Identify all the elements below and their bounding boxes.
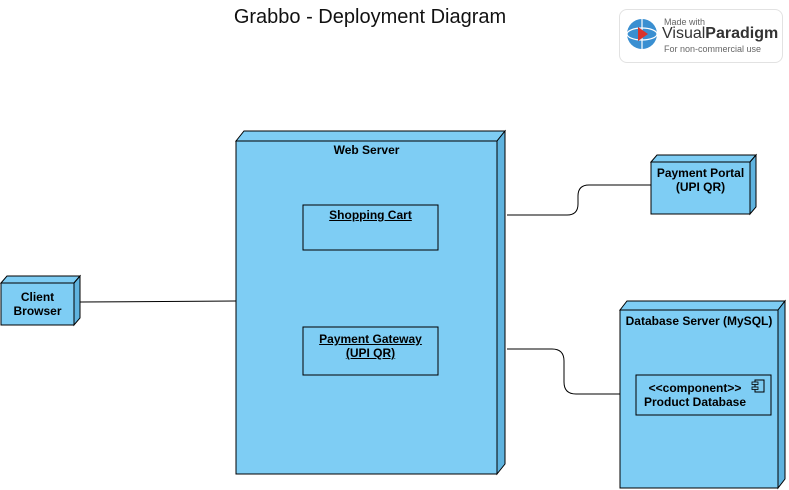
label-component-stereotype: <<component>> — [648, 381, 742, 395]
connector-client-webserver — [79, 300, 237, 303]
label-database-server: Database Server (MySQL) — [625, 314, 773, 328]
label-payment-portal-line1: Payment Portal — [656, 166, 745, 180]
visual-paradigm-watermark: Made with VisualParadigm For non-commerc… — [619, 9, 783, 63]
node-client-browser[interactable] — [0, 274, 82, 327]
watermark-brand-suffix: Paradigm — [705, 25, 779, 42]
node-payment-portal[interactable] — [649, 153, 758, 216]
label-web-server: Web Server — [333, 143, 400, 157]
label-client-browser-line2: Browser — [13, 304, 62, 318]
label-payment-portal: Payment Portal (UPI QR) — [651, 166, 750, 194]
connector-webserver-database — [507, 348, 620, 395]
label-payment-gateway-line2: (UPI QR) — [345, 346, 396, 360]
label-client-browser-line1: Client — [20, 290, 55, 304]
visual-paradigm-logo-icon — [626, 19, 658, 49]
label-shopping-cart: Shopping Cart — [329, 208, 412, 222]
watermark-brand-prefix: Visual — [662, 25, 706, 42]
watermark-subtitle: For non-commercial use — [664, 44, 762, 54]
label-component: <<component>> Product Database — [636, 381, 754, 409]
watermark-brand: VisualParadigm — [662, 25, 778, 43]
label-payment-portal-line2: (UPI QR) — [675, 180, 726, 194]
component-product-database[interactable] — [635, 374, 772, 416]
artifact-payment-gateway[interactable] — [302, 326, 439, 376]
label-client-browser: Client Browser — [1, 290, 74, 318]
page-title: Grabbo - Deployment Diagram — [233, 6, 507, 28]
label-payment-gateway-line1: Payment Gateway — [319, 332, 422, 346]
label-component-name: Product Database — [643, 395, 747, 409]
artifact-shopping-cart[interactable] — [302, 204, 439, 251]
watermark-made-with: Made with — [664, 17, 706, 27]
node-web-server[interactable] — [234, 129, 507, 476]
component-icon — [751, 379, 765, 393]
label-payment-gateway: Payment Gateway (UPI QR) — [303, 332, 438, 360]
connector-webserver-paymentportal — [507, 184, 651, 216]
